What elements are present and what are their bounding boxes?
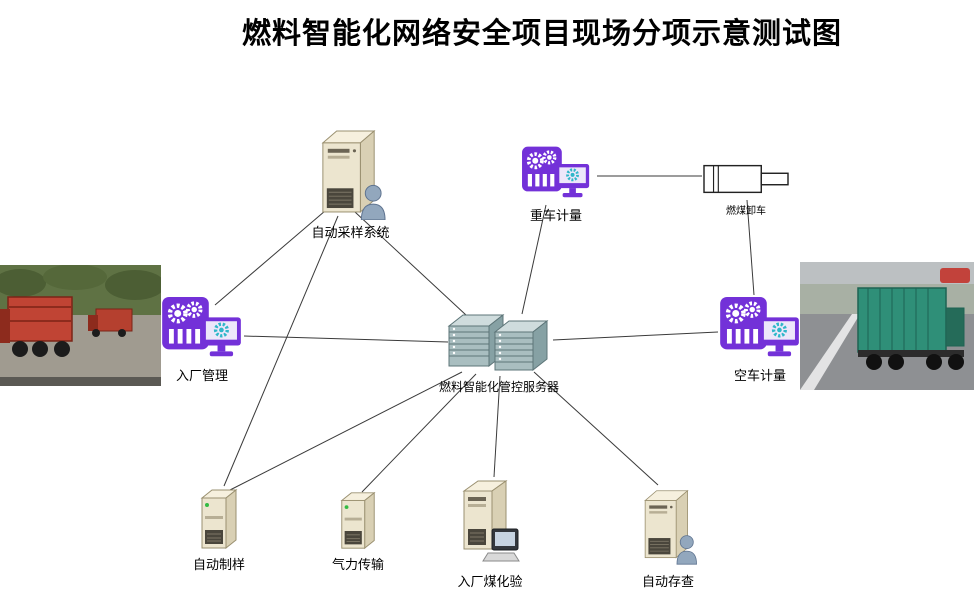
server-tower-icon	[340, 491, 376, 550]
node-auto-storage-check: 自动存查	[637, 481, 699, 589]
edge-central-server--pneumatic-transfer	[361, 373, 477, 493]
label-central-server: 燃料智能化管控服务器	[438, 380, 560, 394]
server-tower-with-workstation-icon	[462, 480, 520, 562]
weighing-station-gears-and-monitor-icon	[162, 296, 241, 357]
queued-red-trucks-photo	[0, 265, 161, 386]
weighing-station-gears-and-monitor-icon	[522, 146, 590, 198]
node-auto-sample-making: 自动制样	[193, 486, 245, 572]
edge-auto-sampling-system--auto-sample-making	[223, 215, 339, 487]
control-server-rack-icon	[447, 313, 549, 372]
label-coal-unloading: 燃煤卸车	[726, 206, 766, 217]
edge-auto-sampling-system--central-server	[354, 211, 481, 329]
label-coal-lab-test: 入厂煤化验	[457, 574, 523, 589]
weighing-station-gears-and-monitor-icon	[720, 296, 799, 357]
diagram-title: 燃料智能化网络安全项目现场分项示意测试图	[241, 18, 842, 50]
edge-auto-sampling-system--entry-management	[214, 204, 333, 306]
edge-entry-management--central-server	[243, 335, 449, 343]
label-empty-truck-weighing: 空车计量	[733, 368, 787, 383]
server-tower-icon	[200, 488, 238, 550]
green-truck-on-road-photo	[800, 262, 974, 390]
node-central-server: 燃料智能化管控服务器	[439, 308, 559, 394]
edge-coal-unloading--empty-truck-weighing	[746, 199, 755, 296]
edge-central-server--coal-lab-test	[493, 375, 501, 478]
label-pneumatic-transfer: 气力传输	[331, 557, 385, 572]
unloading-cylinder-schematic-icon	[703, 164, 789, 194]
exit-truck-photo	[800, 262, 974, 390]
label-heavy-truck-weighing: 重车计量	[529, 208, 583, 223]
label-entry-management: 入厂管理	[175, 368, 229, 383]
edge-heavy-truck-weighing--central-server	[521, 204, 547, 315]
node-pneumatic-transfer: 气力传输	[332, 489, 384, 572]
label-auto-storage-check: 自动存查	[641, 574, 695, 589]
label-auto-sampling-system: 自动采样系统	[311, 225, 390, 240]
edge-central-server--auto-sample-making	[229, 371, 463, 491]
edge-central-server--empty-truck-weighing	[552, 331, 719, 341]
node-auto-sampling-system: 自动采样系统	[311, 125, 390, 240]
node-empty-truck-weighing: 空车计量	[718, 295, 802, 383]
server-tower-with-operator-icon	[644, 489, 697, 565]
entry-trucks-photo	[0, 265, 161, 386]
node-heavy-truck-weighing: 重车计量	[515, 145, 597, 223]
edge-central-server--auto-storage-check	[533, 371, 659, 486]
node-coal-lab-test: 入厂煤化验	[456, 477, 524, 589]
node-coal-unloading: 燃煤卸车	[700, 158, 792, 217]
label-auto-sample-making: 自动制样	[192, 557, 246, 572]
node-entry-management: 入厂管理	[160, 295, 244, 383]
server-tower-with-operator-icon	[321, 129, 386, 220]
